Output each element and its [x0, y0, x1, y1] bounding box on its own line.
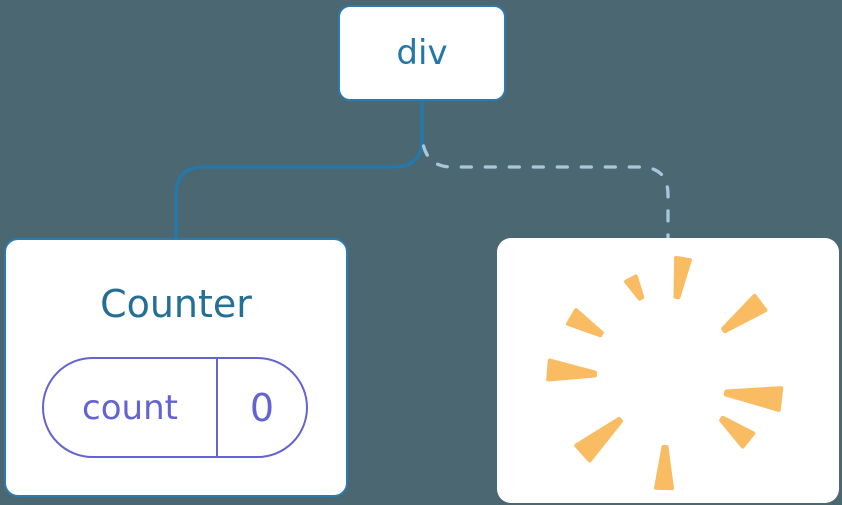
edge-div-to-counter [174, 97, 424, 242]
counter-node: Counter count 0 [4, 238, 348, 497]
counter-node-title: Counter [100, 282, 252, 326]
state-key-cell: count [44, 359, 218, 456]
root-node-div: div [338, 5, 506, 101]
poof-ray [719, 415, 756, 449]
poof-ray [721, 293, 768, 334]
removed-node [497, 238, 839, 503]
poof-burst-icon [546, 255, 784, 491]
state-pill: count 0 [42, 357, 308, 458]
root-node-label: div [396, 33, 448, 73]
poof-ray [673, 255, 692, 300]
poof-ray [566, 308, 604, 338]
poof-ray [624, 274, 645, 301]
poof-ray [723, 386, 784, 412]
edge-div-to-removed [420, 134, 670, 242]
poof-ray [546, 358, 598, 382]
poof-ray [574, 416, 623, 463]
state-value: 0 [249, 385, 275, 430]
poof-ray [654, 445, 674, 491]
state-key-label: count [82, 387, 178, 428]
state-value-cell: 0 [218, 359, 306, 456]
